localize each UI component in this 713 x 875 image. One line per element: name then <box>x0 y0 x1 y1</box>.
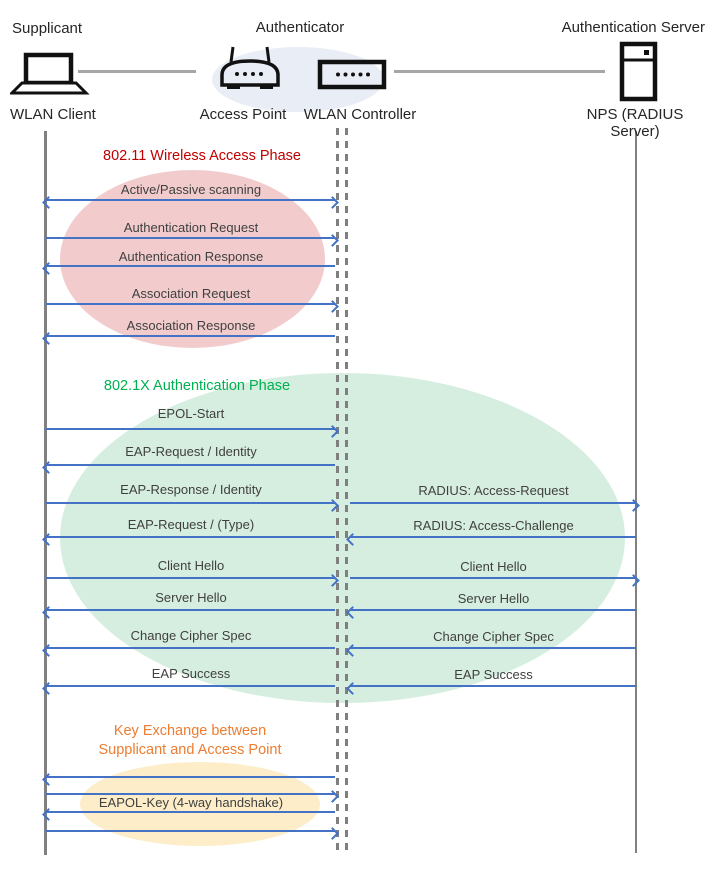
message-arrow <box>346 532 636 546</box>
message-arrow <box>46 424 339 438</box>
message-arrow <box>46 233 339 247</box>
message-label: EPOL-Start <box>157 406 225 421</box>
message-label: Authentication Request <box>123 220 259 235</box>
message-label: EAPOL-Key (4-way handshake) <box>98 795 284 810</box>
message-label: Change Cipher Spec <box>433 629 554 644</box>
phase2-ellipse <box>60 373 625 703</box>
message-label: Server Hello <box>457 591 530 606</box>
role-authenticator: Authenticator <box>255 19 345 36</box>
message-label: Authentication Response <box>118 249 264 264</box>
arrowhead-right-icon <box>627 498 640 512</box>
message-label: RADIUS: Access-Request <box>418 483 569 498</box>
message-arrow <box>46 573 339 587</box>
node-label-access-point: Access Point <box>199 106 287 123</box>
message-label: Server Hello <box>155 590 227 605</box>
connector-line <box>394 70 605 73</box>
node-label-wlan-client: WLAN Client <box>10 106 96 123</box>
message-arrow <box>46 789 339 803</box>
message-arrow <box>46 498 339 512</box>
message-arrow <box>350 573 640 587</box>
message-arrow <box>42 261 335 275</box>
message-arrow <box>42 772 335 786</box>
lifeline-access-point <box>336 128 339 851</box>
node-label-wlan-controller: WLAN Controller <box>303 106 417 123</box>
laptop-icon <box>10 52 90 95</box>
message-label: RADIUS: Access-Challenge <box>413 518 574 533</box>
message-label: Client Hello <box>157 558 225 573</box>
phase3-title-line2: Supplicant and Access Point <box>98 742 282 758</box>
message-arrow <box>350 498 640 512</box>
message-label: Association Response <box>126 318 256 333</box>
message-arrow <box>46 299 339 313</box>
message-label: Active/Passive scanning <box>120 182 262 197</box>
message-arrow <box>346 605 636 619</box>
message-label: Change Cipher Spec <box>130 628 252 643</box>
message-label: EAP Success <box>151 666 231 681</box>
message-label: EAP-Request / (Type) <box>127 517 255 532</box>
message-label: Association Request <box>131 286 251 301</box>
message-arrow <box>42 532 335 546</box>
message-arrow <box>42 643 335 657</box>
access-point-icon <box>220 46 280 89</box>
arrowhead-right-icon <box>627 573 640 587</box>
message-arrow <box>42 605 335 619</box>
phase3-title: Key Exchange between Supplicant and Acce… <box>45 722 335 760</box>
connector-line <box>78 70 196 73</box>
message-arrow <box>42 195 339 209</box>
node-label-nps-radius-server: NPS (RADIUS Server) <box>586 106 684 140</box>
message-label: EAP-Response / Identity <box>120 482 262 497</box>
message-label: EAP Success <box>454 667 533 682</box>
message-arrow <box>42 681 335 695</box>
lifeline-radius-server <box>635 131 637 853</box>
message-label: Client Hello <box>460 559 527 574</box>
role-authentication-server: Authentication Server <box>561 19 705 36</box>
phase1-title: 802.11 Wireless Access Phase <box>103 148 301 164</box>
message-arrow <box>42 807 335 821</box>
lifeline-wlan-controller <box>345 128 348 851</box>
message-arrow <box>42 331 335 345</box>
message-arrow <box>346 643 636 657</box>
wlan-controller-icon <box>317 59 387 90</box>
server-icon <box>619 41 658 102</box>
authenticator-group-ellipse <box>212 47 384 112</box>
role-supplicant: Supplicant <box>12 20 83 37</box>
phase2-title: 802.1X Authentication Phase <box>103 378 291 394</box>
message-arrow <box>42 460 335 474</box>
message-label: EAP-Request / Identity <box>125 444 257 459</box>
message-arrow <box>346 681 636 695</box>
message-arrow <box>46 826 339 840</box>
lifeline-wlan-client <box>44 131 47 855</box>
phase3-title-line1: Key Exchange between <box>113 723 267 739</box>
